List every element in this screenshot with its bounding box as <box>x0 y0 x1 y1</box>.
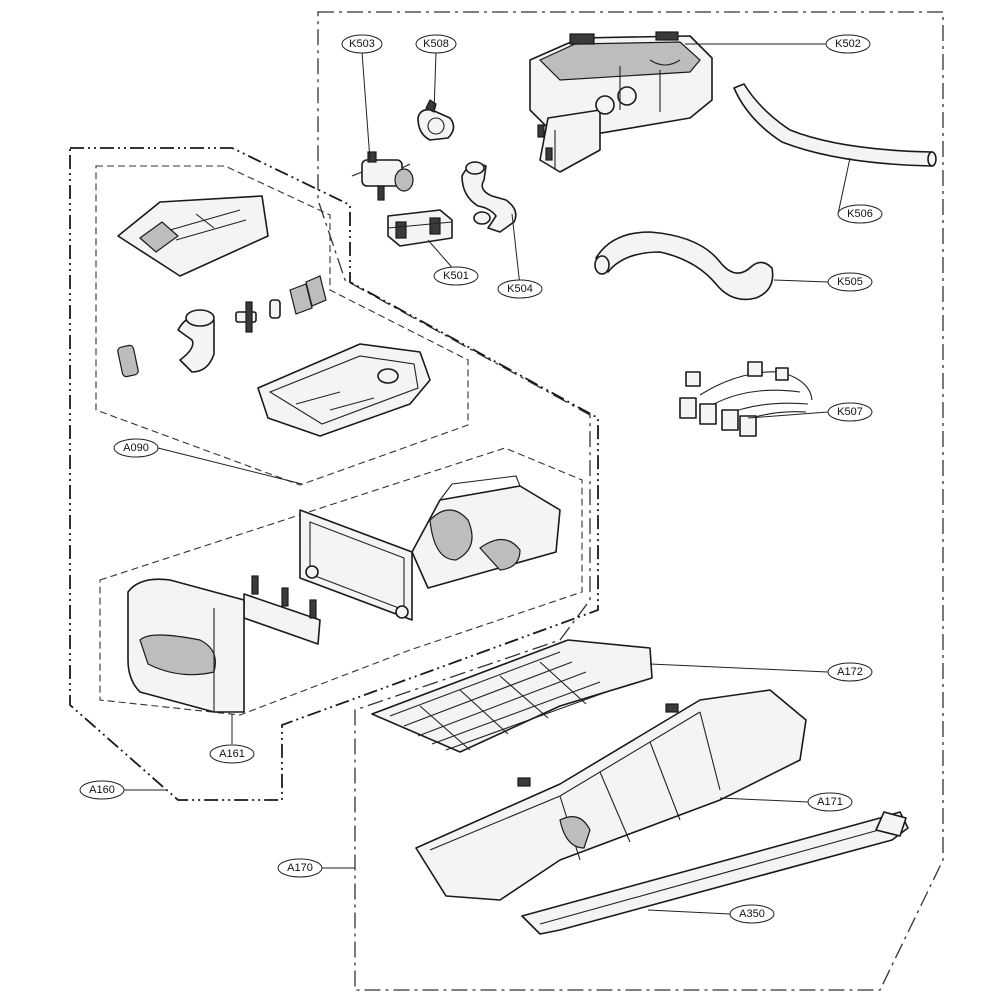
a090-tray <box>257 343 431 437</box>
component-k507-harness <box>679 361 813 437</box>
group-boundaries <box>69 11 944 991</box>
callout-k503: K503 <box>341 34 383 54</box>
outer-dashed-frame <box>317 11 944 991</box>
label-k508: K508 <box>423 38 449 50</box>
component-k504-hose <box>461 161 517 233</box>
callout-k502: K502 <box>825 34 871 54</box>
label-a170: A170 <box>287 862 313 874</box>
a161-outline <box>99 447 583 716</box>
a161-clip <box>243 575 321 645</box>
callout-k507: K507 <box>827 402 873 422</box>
label-k504: K504 <box>507 283 533 295</box>
label-a171: A171 <box>817 796 843 808</box>
callout-k501: K501 <box>433 266 479 286</box>
component-k502-housing <box>529 31 713 173</box>
a160-outline <box>69 147 599 801</box>
a161-drawer-frame <box>299 475 561 621</box>
a172-grille <box>371 639 653 753</box>
a090-small-parts <box>235 275 327 333</box>
label-k503: K503 <box>349 38 375 50</box>
label-k502: K502 <box>835 38 861 50</box>
callout-a172: A172 <box>827 662 873 682</box>
callout-a350: A350 <box>729 904 775 924</box>
a090-outline <box>95 165 469 486</box>
a170-frame <box>415 689 807 901</box>
a090-seal-ring <box>117 344 139 378</box>
callout-a090: A090 <box>113 438 159 458</box>
callout-a161: A161 <box>209 744 255 764</box>
label-a350: A350 <box>739 908 765 920</box>
component-k503-valve <box>351 151 414 201</box>
label-a160: A160 <box>89 784 115 796</box>
a090-elbow <box>177 309 215 373</box>
label-a161: A161 <box>219 748 245 760</box>
callout-k506: K506 <box>837 204 883 224</box>
callout-k504: K504 <box>497 279 543 299</box>
component-k506-hose <box>733 83 937 167</box>
label-a090: A090 <box>123 442 149 454</box>
a090-cap <box>117 195 269 277</box>
component-k505-hose <box>594 231 774 301</box>
a350-rail <box>521 811 909 935</box>
callout-k505: K505 <box>827 272 873 292</box>
label-k501: K501 <box>443 270 469 282</box>
callout-a160: A160 <box>79 780 125 800</box>
label-a172: A172 <box>837 666 863 678</box>
leader-lines <box>124 43 851 915</box>
callout-a171: A171 <box>807 792 853 812</box>
a161-handle <box>127 578 245 713</box>
label-k507: K507 <box>837 406 863 418</box>
component-k508-clamp <box>417 99 455 141</box>
callout-a170: A170 <box>277 858 323 878</box>
callout-k508: K508 <box>415 34 457 54</box>
label-k506: K506 <box>847 208 873 220</box>
label-k505: K505 <box>837 276 863 288</box>
component-k501-bracket <box>387 209 453 247</box>
